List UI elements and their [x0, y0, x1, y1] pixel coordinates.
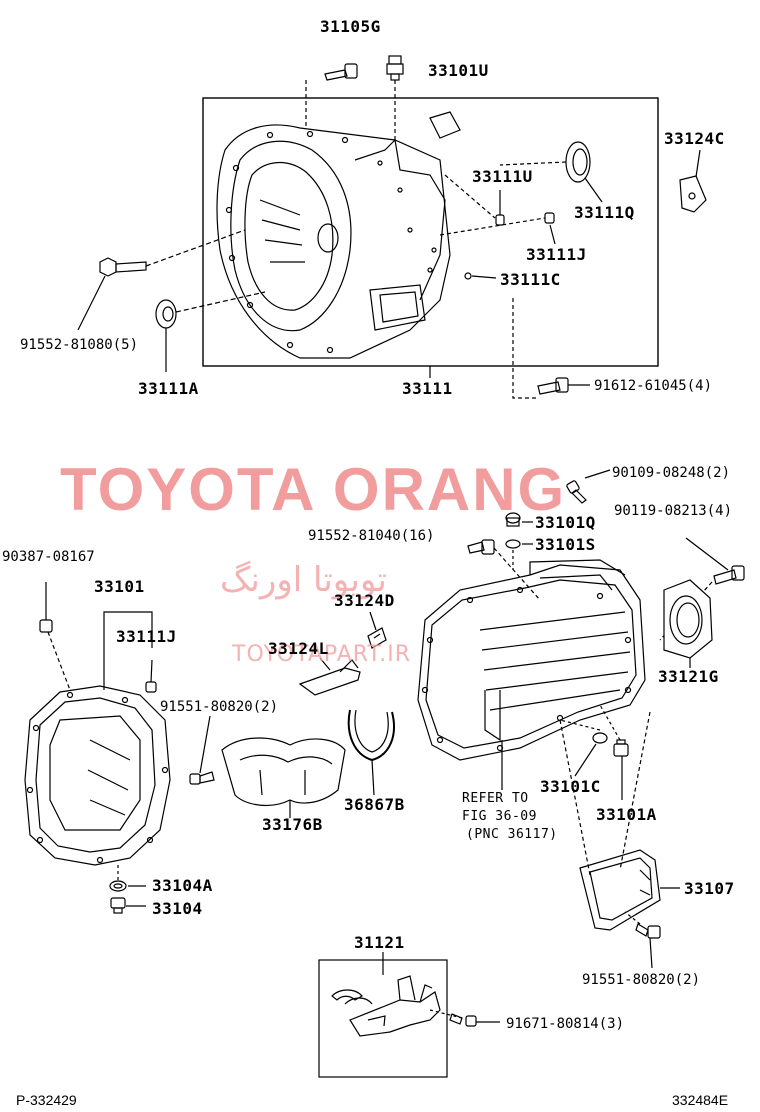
- part-label-36867B[interactable]: 36867B: [344, 795, 405, 814]
- oil-seal-33111Q: [565, 141, 591, 183]
- part-label-33104A[interactable]: 33104A: [152, 876, 213, 895]
- gasket-33104A: [109, 880, 127, 892]
- part-label-90109-08248[interactable]: 90109-08248(2): [612, 465, 731, 481]
- bolt-91612-61045: [537, 377, 569, 395]
- footer-left-id: P-332429: [16, 1092, 77, 1108]
- cover-33107: [579, 849, 661, 931]
- part-label-91612-61045[interactable]: 91612-61045(4): [594, 378, 713, 394]
- plug-90387-08167: [39, 619, 53, 633]
- part-label-33121G[interactable]: 33121G: [658, 667, 719, 686]
- pin-33111U: [495, 214, 505, 226]
- ring-36867B: [347, 709, 395, 762]
- plug-33101A: [613, 739, 629, 757]
- transmission-case: [417, 559, 646, 761]
- bell-housing-33111: [216, 111, 461, 359]
- part-label-31105G[interactable]: 31105G: [320, 17, 381, 36]
- part-label-33124C[interactable]: 33124C: [664, 129, 725, 148]
- part-label-33107[interactable]: 33107: [684, 879, 735, 898]
- plug-33104: [110, 897, 126, 914]
- bolt-90109-08248: [566, 480, 587, 504]
- watermark-site: TOYOTAPART.IR: [232, 642, 412, 667]
- refer-note-line2: FIG 36-09: [462, 809, 537, 824]
- part-label-33124D[interactable]: 33124D: [334, 591, 395, 610]
- gasket-33101C: [592, 732, 608, 744]
- part-label-33111A[interactable]: 33111A: [138, 379, 199, 398]
- part-label-33101Q[interactable]: 33101Q: [535, 513, 596, 532]
- gasket-33101S: [505, 539, 521, 549]
- plug-33101U: [386, 55, 404, 81]
- footer-right-id: 332484E: [672, 1092, 729, 1108]
- part-label-33101U[interactable]: 33101U: [428, 61, 489, 80]
- part-label-31121[interactable]: 31121: [354, 933, 405, 952]
- extension-housing-33101: [24, 685, 171, 866]
- part-label-33101A[interactable]: 33101A: [596, 805, 657, 824]
- part-label-33111J-top[interactable]: 33111J: [526, 245, 587, 264]
- part-label-90387-08167[interactable]: 90387-08167: [2, 549, 95, 565]
- cover-33176B: [221, 737, 346, 807]
- refer-note-line1: REFER TO: [462, 791, 529, 806]
- part-label-91552-81080[interactable]: 91552-81080(5): [20, 337, 139, 353]
- bolt-31105G: [324, 63, 358, 81]
- part-label-33111[interactable]: 33111: [402, 379, 453, 398]
- bolt-91552-81040: [467, 539, 495, 555]
- part-label-33101S[interactable]: 33101S: [535, 535, 596, 554]
- part-label-33104[interactable]: 33104: [152, 899, 203, 918]
- watermark-title: TOYOTA ORANG: [60, 456, 567, 523]
- bracket-33124L: [298, 659, 361, 696]
- part-label-33176B[interactable]: 33176B: [262, 815, 323, 834]
- bolt-91552-81080: [99, 257, 147, 277]
- watermark-persian: تویوتا اورنگ: [220, 560, 387, 600]
- part-label-33101C[interactable]: 33101C: [540, 777, 601, 796]
- retainer-33121G: [663, 579, 713, 659]
- plug-33111C: [464, 272, 472, 280]
- refer-note-line3: (PNC 36117): [466, 827, 558, 842]
- part-label-91671-80814[interactable]: 91671-80814(3): [506, 1016, 625, 1032]
- shift-parts-31121: [331, 975, 441, 1037]
- bracket-33124D: [367, 627, 387, 649]
- plug-33101Q: [505, 512, 521, 527]
- part-label-33124L[interactable]: 33124L: [268, 639, 329, 658]
- seal-33111A: [155, 299, 177, 329]
- part-label-91552-81040[interactable]: 91552-81040(16): [308, 528, 435, 544]
- cover-plate-33124C: [679, 175, 707, 213]
- pin-33111J: [544, 212, 555, 224]
- part-label-33111C[interactable]: 33111C: [500, 270, 561, 289]
- pin-33111J-lower: [145, 681, 157, 693]
- bolt-91551-80820-right: [635, 923, 661, 939]
- part-label-33111Q[interactable]: 33111Q: [574, 203, 635, 222]
- bolt-91551-80820-left: [189, 771, 215, 785]
- part-label-33111J[interactable]: 33111J: [116, 627, 177, 646]
- bolt-91671-80814: [449, 1013, 477, 1027]
- bolt-90119-08213: [713, 565, 745, 585]
- part-label-33111U[interactable]: 33111U: [472, 167, 533, 186]
- part-label-91551-80820-right[interactable]: 91551-80820(2): [582, 972, 701, 988]
- part-label-91551-80820-left[interactable]: 91551-80820(2): [160, 699, 279, 715]
- part-label-33101[interactable]: 33101: [94, 577, 145, 596]
- part-label-90119-08213[interactable]: 90119-08213(4): [614, 503, 733, 519]
